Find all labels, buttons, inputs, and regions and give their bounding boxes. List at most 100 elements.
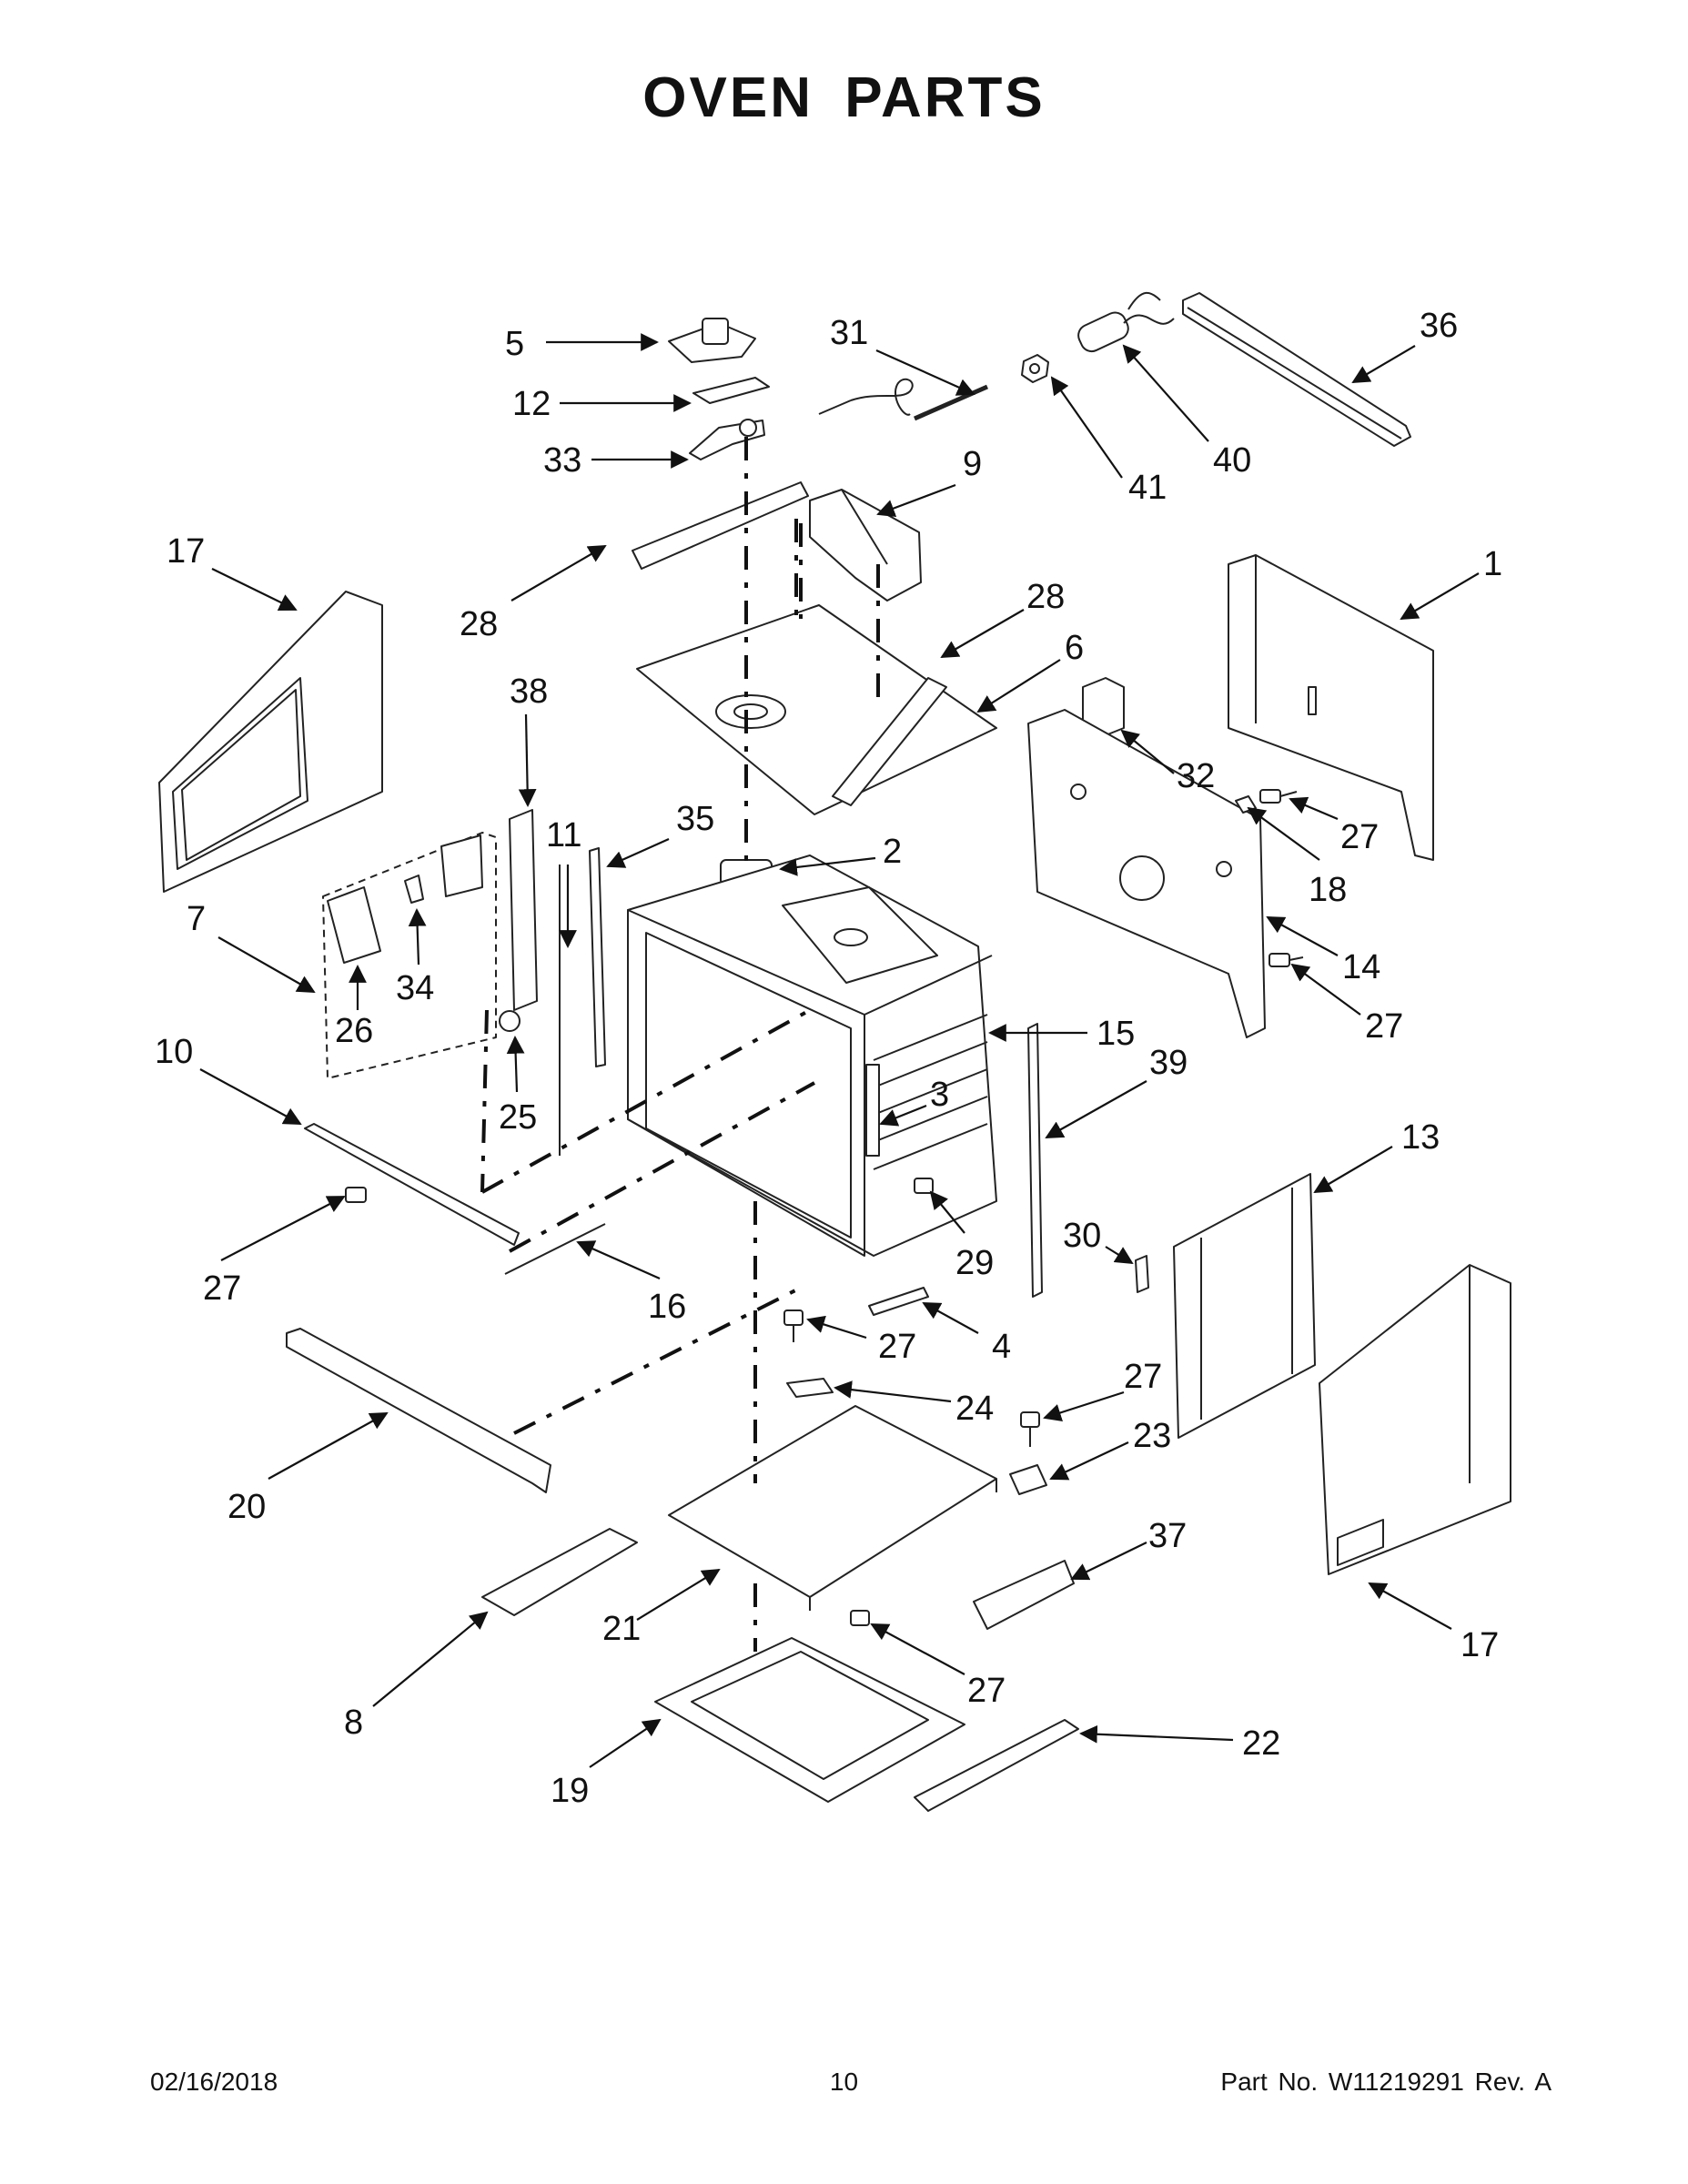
leader-35 bbox=[606, 837, 670, 868]
leader-1 bbox=[1400, 572, 1480, 621]
leader-34 bbox=[408, 908, 427, 966]
leader-7 bbox=[217, 936, 316, 993]
leader-25 bbox=[506, 1036, 525, 1093]
callout-17-right: 17 bbox=[1461, 1626, 1499, 1664]
part-4-latch-bracket bbox=[868, 1287, 929, 1316]
part-30-clip bbox=[1135, 1255, 1149, 1293]
leader-36 bbox=[1351, 345, 1416, 384]
callout-38: 38 bbox=[510, 672, 548, 711]
leader-17-right bbox=[1368, 1582, 1452, 1630]
callout-32: 32 bbox=[1177, 757, 1215, 795]
leader-41 bbox=[1050, 376, 1123, 479]
leader-27-bottom bbox=[870, 1623, 965, 1675]
callout-12: 12 bbox=[512, 385, 551, 423]
part-20-front-trim-rail bbox=[286, 1328, 551, 1493]
callout-20: 20 bbox=[227, 1488, 266, 1526]
part-12-plate bbox=[692, 377, 770, 404]
leader-4 bbox=[922, 1302, 979, 1334]
part-22-base-rail bbox=[914, 1719, 1079, 1812]
part-31-meat-probe bbox=[818, 378, 989, 421]
callout-11: 11 bbox=[546, 816, 581, 854]
callout-5: 5 bbox=[505, 325, 524, 363]
part-27-screw-lower-right bbox=[1020, 1411, 1040, 1447]
callout-39: 39 bbox=[1149, 1044, 1188, 1082]
callout-33: 33 bbox=[543, 441, 581, 480]
callout-16: 16 bbox=[648, 1288, 686, 1326]
callout-4: 4 bbox=[992, 1328, 1011, 1366]
leader-9 bbox=[876, 483, 956, 517]
callout-7: 7 bbox=[187, 900, 206, 938]
callout-27-mid: 27 bbox=[878, 1328, 916, 1366]
footer-part-number: Part No. W11219291 Rev. A bbox=[1220, 2068, 1552, 2096]
leader-28-left bbox=[510, 545, 607, 602]
part-28-top-rail-left bbox=[632, 481, 809, 570]
callout-8: 8 bbox=[344, 1704, 363, 1742]
part-14-back-panel bbox=[1027, 709, 1266, 1038]
callout-17-left: 17 bbox=[167, 532, 205, 571]
callout-37: 37 bbox=[1148, 1517, 1187, 1555]
callout-23: 23 bbox=[1133, 1417, 1171, 1455]
callout-30: 30 bbox=[1063, 1217, 1101, 1255]
part-6-oven-top-plate bbox=[636, 604, 997, 815]
part-7-control-assembly bbox=[322, 832, 497, 1079]
leader-10 bbox=[199, 1068, 302, 1125]
leader-17-left bbox=[211, 568, 298, 612]
part-38-vertical-rail bbox=[509, 809, 538, 1011]
callout-9: 9 bbox=[963, 445, 982, 483]
leader-3 bbox=[879, 1104, 927, 1127]
callout-13: 13 bbox=[1401, 1118, 1440, 1157]
part-40-fan-motor-capacitor bbox=[1077, 291, 1175, 353]
leader-6 bbox=[976, 659, 1061, 713]
part-27-screw-bottom bbox=[850, 1610, 870, 1626]
leader-40 bbox=[1122, 344, 1209, 442]
callout-35: 35 bbox=[676, 800, 714, 838]
callout-34: 34 bbox=[396, 969, 434, 1007]
callout-14: 14 bbox=[1342, 948, 1380, 986]
leader-27-back bbox=[1290, 963, 1361, 1016]
callout-25: 25 bbox=[499, 1098, 537, 1137]
callout-27-tr: 27 bbox=[1340, 818, 1379, 856]
part-37-support-bracket bbox=[973, 1560, 1075, 1630]
footer-date: 02/16/2018 bbox=[150, 2068, 278, 2096]
leader-31 bbox=[875, 349, 975, 396]
part-39-vertical-trim bbox=[1027, 1023, 1043, 1298]
leader-37 bbox=[1070, 1542, 1147, 1581]
part-17-left-side-panel bbox=[158, 591, 383, 893]
leader-14 bbox=[1266, 916, 1339, 956]
callout-2: 2 bbox=[883, 833, 902, 871]
leader-27-tr bbox=[1289, 796, 1339, 821]
leader-13 bbox=[1313, 1146, 1393, 1194]
part-23-mount-bracket bbox=[1009, 1464, 1047, 1495]
footer-page-number: 10 bbox=[829, 2068, 859, 2096]
leader-27-left bbox=[220, 1196, 346, 1261]
leader-2 bbox=[779, 856, 876, 876]
part-17-right-outer-panel bbox=[1319, 1264, 1511, 1575]
part-29-screw bbox=[914, 1178, 934, 1194]
callout-28-right: 28 bbox=[1026, 578, 1065, 616]
callout-27-left: 27 bbox=[203, 1269, 241, 1308]
part-27-screw-middle bbox=[783, 1309, 804, 1342]
leader-30 bbox=[1105, 1246, 1134, 1265]
leader-21 bbox=[636, 1568, 721, 1621]
part-8-support-bracket bbox=[481, 1528, 638, 1616]
leader-32 bbox=[1120, 729, 1175, 774]
part-3-side-bracket bbox=[865, 1064, 880, 1157]
part-13-right-side-panel bbox=[1173, 1173, 1316, 1439]
leader-28-right bbox=[940, 609, 1025, 658]
callout-22: 22 bbox=[1242, 1724, 1280, 1763]
callout-29: 29 bbox=[955, 1244, 994, 1282]
part-16-latch-rod bbox=[504, 1223, 606, 1275]
part-15-oven-cavity bbox=[627, 854, 997, 1257]
leader-27-mid bbox=[806, 1315, 867, 1340]
part-27-screw-back bbox=[1269, 953, 1304, 967]
part-24-bracket bbox=[786, 1378, 834, 1398]
callout-10: 10 bbox=[155, 1033, 193, 1071]
callout-24: 24 bbox=[955, 1390, 994, 1428]
part-21-oven-bottom bbox=[668, 1405, 997, 1611]
leader-24 bbox=[834, 1380, 952, 1403]
leader-23 bbox=[1049, 1441, 1129, 1481]
callout-15: 15 bbox=[1097, 1015, 1135, 1053]
callout-40: 40 bbox=[1213, 441, 1251, 480]
leader-18 bbox=[1247, 806, 1320, 861]
part-35-vertical-strip bbox=[589, 847, 606, 1067]
